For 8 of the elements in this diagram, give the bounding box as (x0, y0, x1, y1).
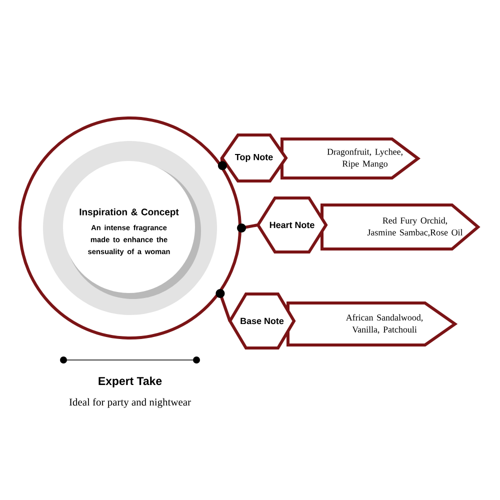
note-banner: African Sandalwood, Vanilla, Patchouli (286, 302, 458, 346)
note-banner: Red Fury Orchid, Jasmine Sambac,Rose Oil (320, 204, 480, 250)
connector (216, 289, 232, 322)
connector (237, 224, 258, 232)
note-banner: Dragonfruit, Lychee, Ripe Mango (280, 138, 420, 180)
connector (218, 158, 227, 170)
tagline: Ideal for party and nightwear (69, 398, 191, 408)
heading: Expert Take (98, 376, 162, 388)
